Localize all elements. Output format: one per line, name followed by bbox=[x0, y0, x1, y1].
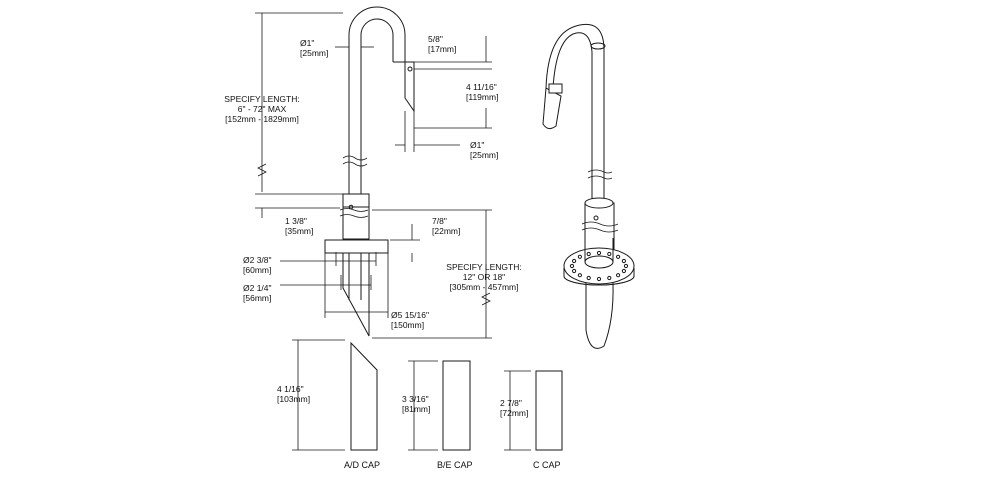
flange-od-metric: [150mm] bbox=[391, 320, 425, 330]
flange-hole bbox=[569, 263, 575, 269]
isometric-view bbox=[542, 24, 635, 349]
flange-hole bbox=[607, 275, 612, 281]
c-cap-dim-label: 2 7/8" [72mm] bbox=[500, 398, 528, 418]
flange-hole bbox=[616, 273, 621, 278]
iso-gooseneck-inner bbox=[545, 24, 605, 262]
ad-cap-imperial: 4 1/16" bbox=[277, 384, 304, 394]
collar-label: 1 3/8" [35mm] bbox=[285, 216, 313, 236]
flange-hole bbox=[577, 273, 583, 278]
c-cap-imperial: 2 7/8" bbox=[500, 398, 522, 408]
gooseneck-outer bbox=[348, 6, 406, 194]
tip-length-label: 4 11/16" [119mm] bbox=[466, 82, 498, 102]
flange-hole bbox=[616, 254, 621, 259]
flange-hole bbox=[621, 268, 627, 274]
tip-dia-metric: [25mm] bbox=[470, 150, 499, 160]
ad-cap-dim-label: 4 1/16" [103mm] bbox=[277, 384, 310, 404]
gooseneck-dia-imperial: Ø1" bbox=[300, 38, 315, 48]
flange-hole bbox=[577, 254, 583, 259]
tip-offset-label: 5/8" [17mm] bbox=[428, 34, 456, 54]
flange-od-imperial: Ø5 15/16" bbox=[391, 310, 429, 320]
body-shank bbox=[342, 253, 370, 337]
c-cap-shape bbox=[535, 370, 563, 451]
c-cap-metric: [72mm] bbox=[500, 408, 529, 418]
c-cap-caption: C CAP bbox=[533, 460, 561, 470]
flange-dia2-imperial: Ø2 1/4" bbox=[243, 283, 272, 293]
aerator-screw bbox=[407, 66, 413, 72]
flange-od-label: Ø5 15/16" [150mm] bbox=[391, 310, 429, 330]
iso-body bbox=[585, 282, 614, 349]
body-length-metric: [305mm - 457mm] bbox=[449, 282, 519, 292]
collar-metric: [35mm] bbox=[285, 226, 314, 236]
flange-hole bbox=[572, 268, 577, 274]
tip-offset-imperial: 5/8" bbox=[428, 34, 443, 44]
riser-length-imperial: 6" - 72" MAX bbox=[237, 104, 287, 114]
flange-dia1-label: Ø2 3/8" [60mm] bbox=[243, 255, 272, 275]
gooseneck-dia-metric: [25mm] bbox=[300, 48, 329, 58]
be-cap-shape bbox=[442, 360, 471, 451]
flange-dia2-label: Ø2 1/4" [56mm] bbox=[243, 283, 272, 303]
flange-dia1-metric: [60mm] bbox=[243, 265, 272, 275]
flange-thk-metric: [22mm] bbox=[432, 226, 461, 236]
be-cap-dim-label: 3 3/16" [81mm] bbox=[402, 394, 430, 414]
riser-length-title: SPECIFY LENGTH: bbox=[224, 94, 300, 104]
flange-thk-label: 7/8" [22mm] bbox=[432, 216, 460, 236]
front-view bbox=[255, 6, 492, 339]
body-length-imperial: 12" OR 18" bbox=[462, 272, 506, 282]
flange-thk-imperial: 7/8" bbox=[432, 216, 447, 226]
riser-length-label: SPECIFY LENGTH: 6" - 72" MAX [152mm - 18… bbox=[212, 94, 312, 124]
ad-cap-metric: [103mm] bbox=[277, 394, 311, 404]
flange-hole bbox=[607, 251, 612, 257]
iso-flange-holes bbox=[569, 250, 629, 282]
spout-tip bbox=[404, 61, 415, 113]
flange bbox=[324, 239, 389, 254]
tip-length-metric: [119mm] bbox=[466, 92, 499, 102]
collar-imperial: 1 3/8" bbox=[285, 216, 307, 226]
flange-hole bbox=[596, 276, 602, 282]
tip-dia-imperial: Ø1" bbox=[470, 140, 485, 150]
ad-cap-caption: A/D CAP bbox=[344, 460, 381, 470]
iso-tip bbox=[542, 87, 562, 130]
gooseneck-dia-label: Ø1" [25mm] bbox=[300, 38, 328, 58]
tip-offset-metric: [17mm] bbox=[428, 44, 457, 54]
caps-section bbox=[292, 339, 563, 451]
iso-gooseneck-outer bbox=[552, 32, 593, 262]
flange-hole bbox=[596, 250, 602, 256]
body-length-title: SPECIFY LENGTH: bbox=[446, 262, 522, 272]
flange-hole bbox=[621, 258, 627, 264]
tip-length-imperial: 4 11/16" bbox=[466, 82, 497, 92]
be-cap-caption: B/E CAP bbox=[437, 460, 473, 470]
break-line bbox=[342, 155, 368, 161]
flange-hole bbox=[586, 251, 591, 257]
flange-dia2-metric: [56mm] bbox=[243, 293, 272, 303]
body-length-label: SPECIFY LENGTH: 12" OR 18" [305mm - 457m… bbox=[436, 262, 532, 292]
flange-hole bbox=[572, 258, 577, 264]
ad-cap-shape bbox=[350, 341, 378, 451]
flange-dia1-imperial: Ø2 3/8" bbox=[243, 255, 272, 265]
tip-dia-label: Ø1" [25mm] bbox=[470, 140, 498, 160]
flange-hole bbox=[623, 263, 629, 269]
iso-aerator bbox=[548, 83, 563, 94]
flange-hole bbox=[586, 275, 591, 281]
be-cap-metric: [81mm] bbox=[402, 404, 431, 414]
riser-length-metric: [152mm - 1829mm] bbox=[225, 114, 299, 124]
gooseneck-inner bbox=[360, 18, 394, 194]
be-cap-imperial: 3 3/16" bbox=[402, 394, 429, 404]
